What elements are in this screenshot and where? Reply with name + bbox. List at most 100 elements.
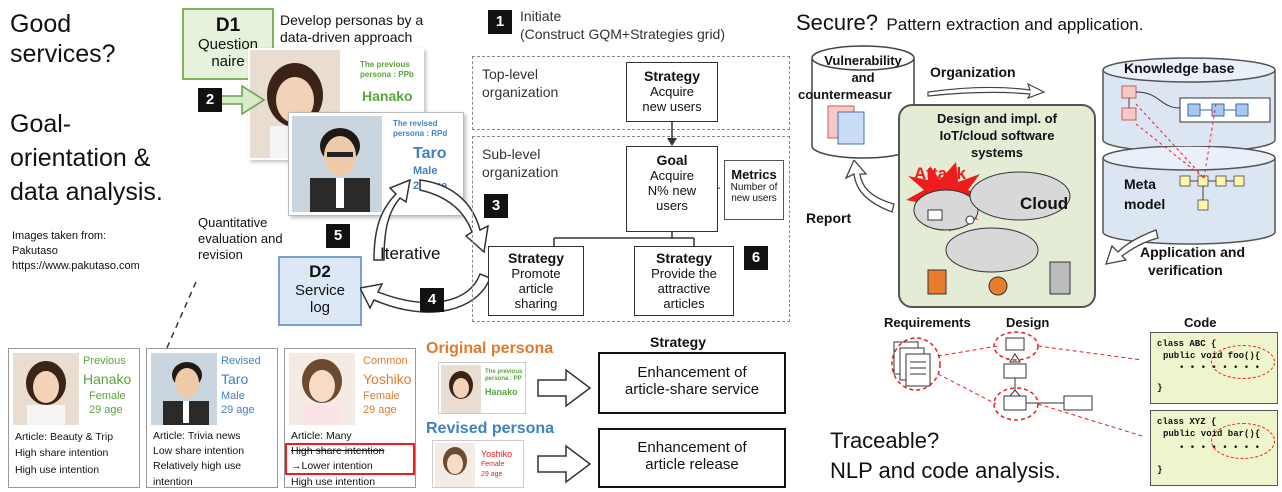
- persona-card-hanako: Previous Hanako Female 29 age Article: B…: [8, 348, 140, 488]
- dashed-pointer-line: [165, 281, 197, 351]
- d2-line-2: log: [309, 299, 331, 317]
- strategy-provide-line-2: attractive: [657, 281, 711, 296]
- revised-result-line-2: article release: [645, 456, 739, 473]
- initiate-line-2: (Construct GQM+Strategies grid): [520, 26, 726, 42]
- code-xyz-line-2: public void bar(){: [1163, 429, 1261, 439]
- images-credit-1: Images taken from:: [12, 230, 107, 242]
- metrics-box: Metrics Number of new users: [724, 160, 784, 220]
- top-level-frame: [472, 56, 790, 130]
- original-mini-label-2: persona : PP: [485, 376, 522, 382]
- original-result-box: Enhancement of article-share service: [598, 352, 786, 414]
- quantitative-text-1: Quantitative: [198, 215, 268, 230]
- sub-level-label-1: Sub-level: [482, 146, 541, 162]
- step-6-marker: 6: [744, 246, 768, 270]
- card-yoshiko-details: Article: Many High share intention →Lowe…: [291, 429, 384, 490]
- meta-model-cylinder: [1102, 146, 1276, 245]
- card-hanako-tag: Previous: [83, 355, 126, 367]
- card-yoshiko-tag: Common: [363, 355, 408, 367]
- card-yoshiko-line-1: Article: Many: [291, 430, 352, 442]
- initiate-line-1: Initiate: [520, 8, 562, 24]
- previous-persona-label-1: The previous: [360, 60, 410, 69]
- card-hanako-age: 29 age: [89, 404, 123, 416]
- report-arrow: [844, 160, 895, 213]
- code-abc-line-1: class ABC {: [1157, 339, 1217, 349]
- card-taro-name: Taro: [221, 371, 249, 387]
- card-yoshiko-age: 29 age: [363, 404, 397, 416]
- iterative-label: Iterative: [380, 244, 441, 263]
- hanako-thumb: [13, 353, 79, 425]
- taro-photo: [292, 116, 382, 212]
- good-services-line-1: Good: [10, 10, 72, 38]
- card-taro-age: 29 age: [221, 404, 255, 416]
- revised-persona-mini: Yoshiko Female 29 age: [432, 440, 524, 488]
- iot-cloud-illustration: [906, 162, 1071, 296]
- revised-result-line-1: Enhancement of: [637, 439, 747, 456]
- meta-model-line-1: Meta: [1124, 176, 1156, 192]
- step-3-marker: 3: [484, 194, 508, 218]
- strategy-provide-line-1: Provide the: [651, 266, 717, 281]
- strategy-promote-line-1: Promote: [511, 266, 561, 281]
- d1-line-2: naire: [211, 52, 245, 70]
- strategy-header: Strategy: [650, 334, 707, 350]
- original-to-result-arrow: [537, 368, 592, 408]
- sub-level-label-2: organization: [482, 164, 559, 180]
- step-1-marker: 1: [488, 10, 512, 34]
- organization-arrow: [927, 82, 1046, 100]
- previous-persona-name: Hanako: [362, 88, 413, 104]
- original-persona-mini: The previous persona : PP Hanako: [438, 362, 526, 414]
- strategy-promote-line-2: article: [518, 281, 554, 296]
- quantitative-text-3: revision: [198, 247, 243, 262]
- strategy-promote-title: Strategy: [507, 250, 565, 266]
- cloud-label: Cloud: [1020, 194, 1069, 213]
- persona-card-yoshiko: Common Yoshiko Female 29 age Article: Ma…: [284, 348, 416, 488]
- strategy-top-line-2: new users: [642, 99, 702, 114]
- hanako-photo: [250, 50, 340, 158]
- code-abc-line-3: }: [1157, 383, 1163, 393]
- d2-line-1: Service: [294, 282, 346, 299]
- traceability-diagram: [891, 331, 1143, 437]
- original-result-line-1: Enhancement of: [637, 364, 747, 381]
- goal-orientation-line-2: orientation &: [10, 144, 151, 172]
- requirements-label: Requirements: [884, 315, 971, 330]
- knowledge-base-cylinder: [1102, 57, 1276, 153]
- strategy-provide-title: Strategy: [655, 250, 713, 266]
- secure-subtitle: Pattern extraction and application.: [886, 15, 1144, 34]
- revised-persona-label-1: The revised: [393, 119, 438, 128]
- card-taro-line-2: Low share intention: [153, 445, 245, 458]
- secure-question: Secure?: [796, 10, 878, 35]
- attack-label: Attack: [914, 164, 966, 183]
- card-taro-details: Article: Trivia news Low share intention…: [153, 429, 244, 490]
- card-hanako-gender: Female: [89, 390, 126, 402]
- top-level-label-1: Top-level: [482, 66, 539, 82]
- revised-result-box: Enhancement of article release: [598, 428, 786, 488]
- strategy-promote-box: Strategy Promote article sharing: [488, 246, 584, 316]
- previous-persona-label-2: persona : PPb: [360, 70, 414, 79]
- sub-level-frame: [472, 136, 790, 322]
- vulnerability-db-cylinder: [811, 45, 915, 159]
- original-mini-name: Hanako: [485, 387, 518, 397]
- card-taro-line-3: Relatively high use: [153, 460, 242, 473]
- develop-text-2: data-driven approach: [280, 29, 413, 45]
- yoshiko-mini-photo: [435, 443, 475, 487]
- develop-text-1: Develop personas by a: [280, 12, 424, 28]
- revised-mini-name: Yoshiko: [481, 449, 513, 459]
- meta-model-line-2: model: [1124, 196, 1166, 212]
- step-2-marker: 2: [198, 88, 222, 112]
- d2-service-log-box: D2 Service log: [278, 256, 362, 326]
- card-hanako-line-2: High share intention: [15, 447, 109, 460]
- application-line-2: verification: [1148, 262, 1223, 278]
- card-hanako-name: Hanako: [83, 371, 132, 387]
- metrics-title: Metrics: [731, 167, 777, 182]
- step-5-marker: 5: [326, 224, 350, 248]
- strategy-provide-box: Strategy Provide the attractive articles: [634, 246, 734, 316]
- d1-line-1: Question: [197, 36, 259, 53]
- strategy-top-line-1: Acquire: [649, 84, 695, 99]
- original-result-line-2: article-share service: [624, 381, 760, 398]
- taro-thumb: [151, 353, 217, 425]
- code-block-abc: class ABC { public void foo(){ • • • • •…: [1150, 332, 1278, 404]
- card-yoshiko-line-4: High use intention: [291, 475, 376, 488]
- card-yoshiko-name: Yoshiko: [363, 371, 412, 387]
- traceable-subtitle: NLP and code analysis.: [830, 458, 1061, 483]
- d1-title: D1: [215, 15, 241, 36]
- vulnerability-line-1: Vulnerability: [824, 53, 902, 68]
